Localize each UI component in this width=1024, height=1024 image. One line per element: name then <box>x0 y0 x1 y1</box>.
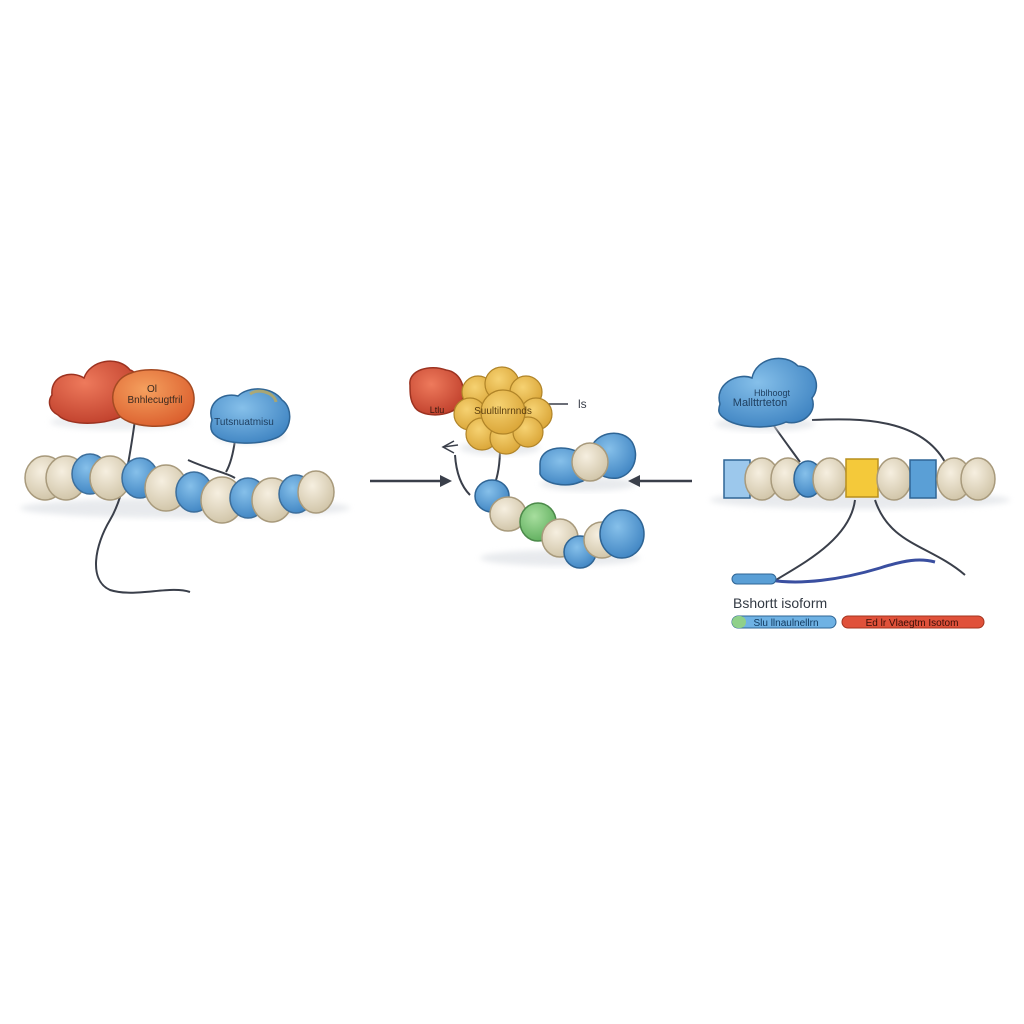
right-complex-label: Mallttrteton <box>733 397 787 409</box>
short-isoform-label: Bshortt isoform <box>733 595 827 611</box>
right-loop-left <box>775 499 856 581</box>
right-loop-right <box>874 499 966 576</box>
left-blue-protein-label: Tutsnuatmisu <box>214 417 274 428</box>
left-red-complex: Ol Bnhlecugtfril <box>48 360 195 427</box>
long-isoform-bar: Slu llnaulnellrn Ed lr Vlaegtm Isotom <box>731 615 985 629</box>
long-isoform-left-text: Slu llnaulnellrn <box>753 618 818 629</box>
right-yellow-box <box>845 458 879 498</box>
right-line-to-end <box>811 418 946 463</box>
arrow-left-icon <box>628 475 692 487</box>
left-complex-label: Bnhlecugtfril <box>127 395 182 406</box>
arrow-small-icon <box>441 440 459 454</box>
short-isoform-pill <box>731 573 777 585</box>
middle-panel: Ltlu Suultilnrnnds ls <box>409 366 645 569</box>
left-connector-line <box>187 459 236 479</box>
middle-left-line <box>454 454 471 496</box>
right-panel: Hblhoogt Mallttrteton Bshortt isoform Sl… <box>710 357 1010 629</box>
middle-gold-label: Suultilnrnnds <box>474 406 532 417</box>
middle-red-label: Ltlu <box>430 405 445 415</box>
middle-side-mark: ls <box>578 397 587 411</box>
arrow-right-icon <box>370 475 452 487</box>
left-panel: Ol Bnhlecugtfril Tutsnuatmisu <box>20 360 350 594</box>
middle-gold-complex: Suultilnrnnds <box>453 366 553 455</box>
left-bead-chain <box>24 453 335 524</box>
right-bead-chain <box>723 457 996 501</box>
middle-blue-pair <box>539 432 637 491</box>
left-blue-protein: Tutsnuatmisu <box>210 388 291 444</box>
long-isoform-right-text: Ed lr Vlaegtm Isotom <box>866 618 959 629</box>
middle-bead-chain <box>474 479 645 569</box>
right-blue-complex: Hblhoogt Mallttrteton <box>715 357 818 431</box>
left-complex-label-top: Ol <box>147 384 157 395</box>
left-blue-stalk-line <box>225 439 236 473</box>
right-isoform-track <box>769 558 936 584</box>
right-complex-label-top: Hblhoogt <box>754 388 791 398</box>
